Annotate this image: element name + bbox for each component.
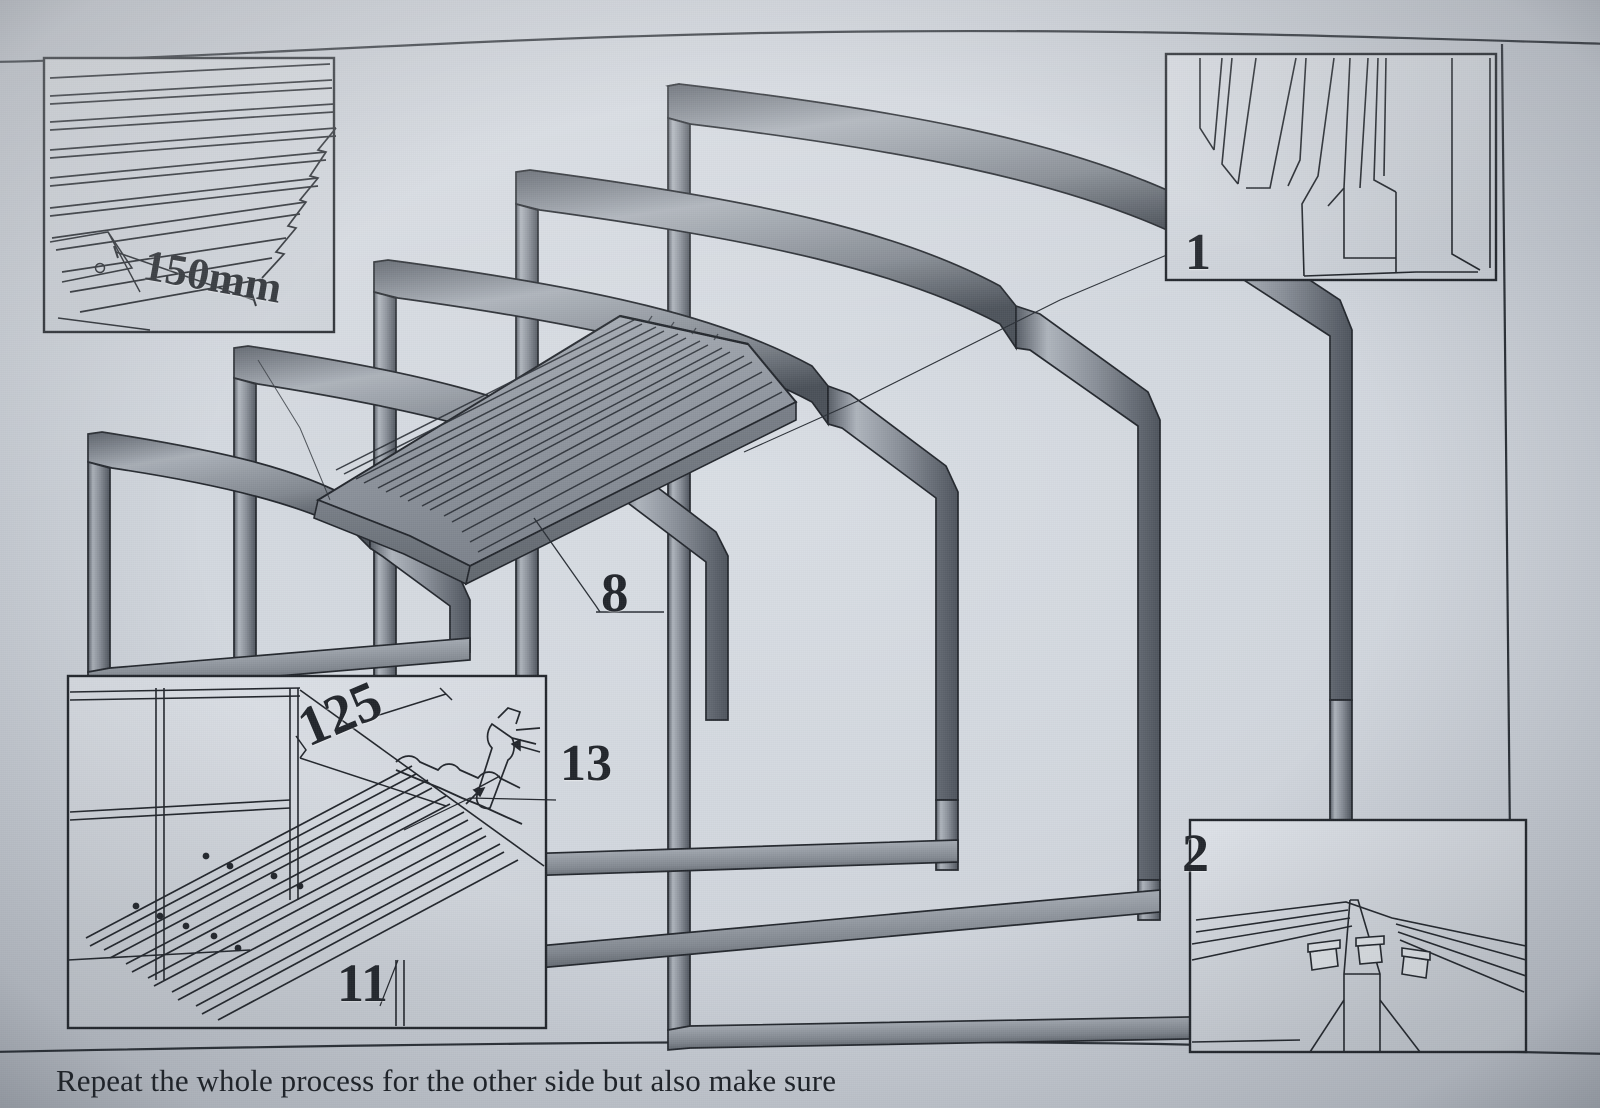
detail-panel-bottom-right [1188, 818, 1528, 1054]
detail-panel-top-right [1164, 52, 1498, 282]
callout-label-2: 2 [1182, 823, 1209, 883]
leader-line-11 [379, 959, 399, 1007]
bolt-hole-icon [94, 262, 106, 274]
leader-line-8 [533, 517, 601, 613]
callout-label-13: 13 [560, 735, 612, 792]
fastener-icon [1307, 935, 1431, 979]
leader-line-1 [743, 245, 1189, 453]
page-caption: Repeat the whole process for the other s… [56, 1063, 837, 1098]
callout-label-11: 11 [337, 953, 389, 1013]
dimension-line-150mm [115, 251, 255, 301]
leader-line-150mm [257, 359, 331, 501]
leader-line-13 [403, 797, 557, 831]
detail-panel-top-left [42, 56, 337, 334]
callout-label-1: 1 [1185, 224, 1211, 281]
callout-label-8: 8 [601, 562, 629, 623]
detail-panel-bottom-left [66, 674, 557, 1030]
sealant-gun-icon [465, 707, 541, 810]
